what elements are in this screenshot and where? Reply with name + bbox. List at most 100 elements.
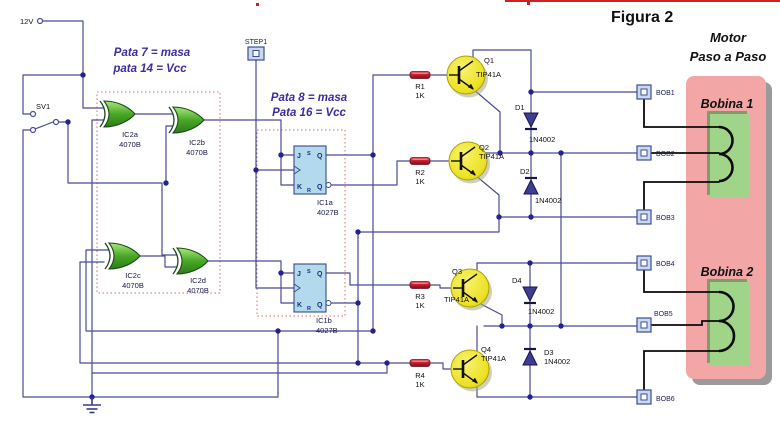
diode-id: D4 <box>512 276 522 285</box>
motor-title-line2: Paso a Paso <box>690 49 767 64</box>
motor-title-line1: Motor <box>710 30 747 45</box>
transistor-id: Q2 <box>479 143 489 152</box>
gate-part: 4070B <box>119 140 141 149</box>
flipflop-ic1b: J S Q K R Q IC1b 4027B <box>293 263 338 335</box>
resistor-r1: R1 1K <box>409 71 431 100</box>
transistor-q2: Q2 TIP41A <box>447 140 504 185</box>
pin-r: R <box>307 188 311 194</box>
pin-k: K <box>297 184 302 191</box>
diode-d2: D2 1N4002 <box>520 167 561 205</box>
step1-connector: STEP1 <box>245 39 267 61</box>
coil2-label: Bobina 2 <box>701 265 754 279</box>
transistor-part: TIP41A <box>476 70 501 79</box>
resistor-r4: R4 1K <box>409 359 431 389</box>
xor-gate-ic2d: IC2d 4070B <box>172 247 209 295</box>
note-ic2-line2: pata 14 = Vcc <box>112 63 187 75</box>
pin-qbar: Q <box>317 184 323 191</box>
ground-icon <box>83 397 101 414</box>
diode-part: 1N4002 <box>544 357 570 366</box>
connector-label: BOB2 <box>656 151 675 158</box>
diode-d3: D3 1N4002 <box>521 347 570 367</box>
pin-k: K <box>297 302 302 309</box>
diode-id: D2 <box>520 167 530 176</box>
transistor-id: Q3 <box>452 267 462 276</box>
connector-label: BOB4 <box>656 261 675 268</box>
diode-id: D3 <box>544 348 554 357</box>
pin-q: Q <box>317 271 323 278</box>
pin-s: S <box>307 151 311 157</box>
note-ic2-line1: Pata 7 = masa <box>114 47 191 59</box>
coil2-symbol <box>718 290 736 353</box>
xor-gate-ic2b: IC2b 4070B <box>168 106 208 157</box>
ff-id: IC1a <box>317 198 334 207</box>
transistor-part: TIP41A <box>481 354 506 363</box>
ff-part: 4027B <box>317 208 339 217</box>
flipflop-ic1a: J S Q K R Q IC1a 4027B <box>293 145 339 217</box>
figure-title: Figura 2 <box>611 9 673 26</box>
red-top-line <box>256 0 780 6</box>
pin-qbar: Q <box>317 302 323 309</box>
gate-id: IC2a <box>122 130 139 139</box>
connector-label: BOB5 <box>654 311 673 318</box>
diode-part: 1N4002 <box>529 135 555 144</box>
gate-id: IC2d <box>190 276 206 285</box>
pin-r: R <box>307 306 311 312</box>
transistor-part: TIP41A <box>444 295 469 304</box>
wires <box>22 20 638 398</box>
resistor-id: R4 <box>415 371 425 380</box>
resistor-id: R1 <box>415 82 425 91</box>
resistor-value: 1K <box>415 301 424 310</box>
ff-part: 4027B <box>316 326 338 335</box>
supply-12v-label: 12V <box>20 17 33 26</box>
resistor-value: 1K <box>415 91 424 100</box>
transistor-id: Q1 <box>484 56 494 65</box>
coil1-label: Bobina 1 <box>701 97 754 111</box>
diode-part: 1N4002 <box>528 307 554 316</box>
connector-bob5: BOB5 <box>636 311 673 333</box>
connector-bob1: BOB1 <box>636 84 675 100</box>
transistor-id: Q4 <box>481 345 491 354</box>
coil1-symbol <box>718 125 734 183</box>
note-ic1-line1: Pata 8 = masa <box>271 92 348 104</box>
resistor-r2: R2 1K <box>409 157 431 186</box>
diode-d1: D1 1N4002 <box>515 103 555 144</box>
diode-part: 1N4002 <box>535 196 561 205</box>
resistor-value: 1K <box>415 177 424 186</box>
gate-part: 4070B <box>187 286 209 295</box>
gate-id: IC2b <box>189 138 205 147</box>
step1-label: STEP1 <box>245 39 267 46</box>
connector-label: BOB1 <box>656 90 675 97</box>
connector-bob4: BOB4 <box>636 255 675 271</box>
xor-gate-ic2a: IC2a 4070B <box>99 100 141 149</box>
pin-s: S <box>307 269 311 275</box>
transistor-q3: Q3 TIP41A <box>444 267 494 312</box>
connector-bob3: BOB3 <box>636 209 675 225</box>
motor-box: Bobina 1 Bobina 2 <box>686 76 772 385</box>
resistor-id: R3 <box>415 292 425 301</box>
connector-label: BOB6 <box>656 396 675 403</box>
gate-part: 4070B <box>122 281 144 290</box>
diode-id: D1 <box>515 103 525 112</box>
gate-part: 4070B <box>186 148 208 157</box>
ic1-dotted-box <box>256 129 346 317</box>
coil-wiring <box>643 98 736 391</box>
junction-dots <box>65 72 564 400</box>
resistor-id: R2 <box>415 168 425 177</box>
pin-j: J <box>297 153 301 160</box>
ff-id: IC1b <box>316 316 332 325</box>
connector-bob6: BOB6 <box>636 389 675 405</box>
resistor-value: 1K <box>415 380 424 389</box>
ic2-dotted-box <box>96 91 221 294</box>
resistor-r3: R3 1K <box>409 281 431 310</box>
connector-bob2: BOB2 <box>636 145 675 161</box>
diode-d4: D4 1N4002 <box>512 276 554 316</box>
coil1-body <box>710 114 750 198</box>
pin-j: J <box>297 271 301 278</box>
note-ic1-line2: Pata 16 = Vcc <box>272 107 346 119</box>
switch-sv1: SV1 <box>29 102 60 134</box>
pin-q: Q <box>317 153 323 160</box>
transistor-q4: Q4 TIP41A <box>449 345 506 393</box>
connector-label: BOB3 <box>656 215 675 222</box>
